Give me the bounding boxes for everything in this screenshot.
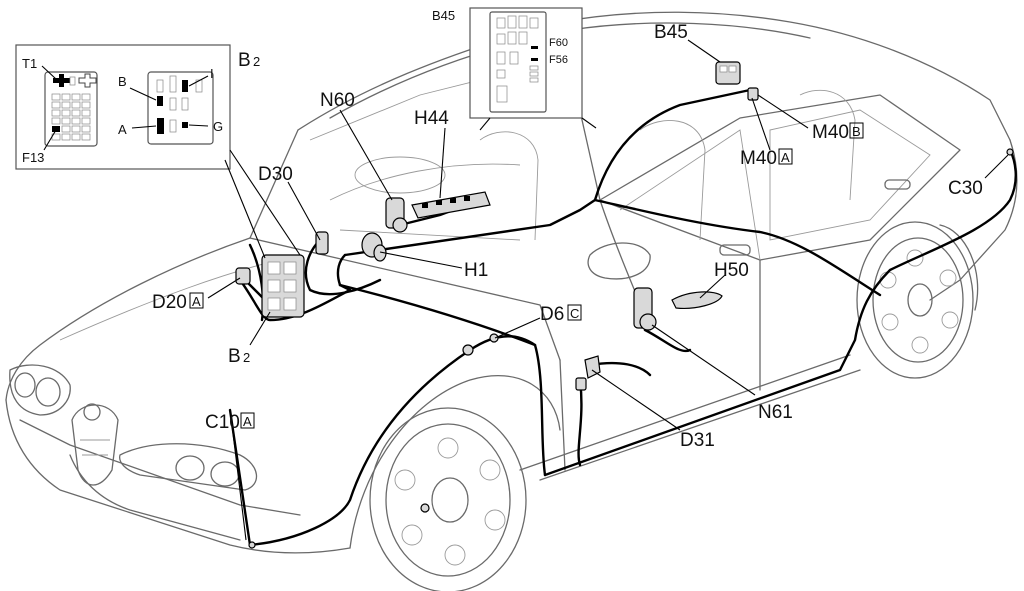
callout-b2-num: 2 — [243, 350, 250, 365]
component-h1-horn — [361, 232, 387, 262]
car-outline — [5, 11, 1018, 554]
callout-d30: D30 — [258, 164, 293, 185]
component-h44-switch-panel — [411, 191, 491, 219]
component-n60-motor — [385, 197, 408, 233]
callout-g: G — [213, 119, 223, 134]
callout-d20a-box — [189, 292, 204, 309]
component-c10-ground — [248, 541, 256, 549]
component-c30-ground — [1006, 148, 1014, 156]
callout-c10a-box-letter: A — [243, 414, 252, 429]
rear-wheel — [856, 221, 974, 379]
callout-d20a-box-letter: A — [192, 294, 201, 309]
callout-h1: H1 — [464, 260, 488, 281]
callout-m40a: M40 — [740, 148, 777, 169]
component-m40-connector — [747, 87, 759, 101]
callout-m40b: M40 — [812, 122, 849, 143]
callout-d6c: D6 — [540, 304, 564, 325]
callout-m40b-box-letter: B — [852, 124, 861, 139]
callout-b45: B45 — [654, 22, 688, 43]
component-d6-connector — [462, 333, 499, 356]
callout-c10a: C10 — [205, 412, 240, 433]
callout-h50: H50 — [714, 260, 749, 281]
callout-d20a: D20 — [152, 292, 187, 313]
callout-f56: F56 — [549, 54, 568, 66]
callout-d31: D31 — [680, 430, 715, 451]
callout-m40a-box — [778, 148, 793, 165]
callout-a: A — [118, 122, 127, 137]
component-n61-motor — [633, 287, 657, 331]
callout-n60: N60 — [320, 90, 355, 111]
component-d6-body — [420, 503, 430, 513]
callout-m40a-box-letter: A — [781, 150, 790, 165]
callout-n61: N61 — [758, 402, 793, 423]
callout-b2: B — [228, 346, 241, 367]
wiring-harness — [228, 88, 1017, 547]
callout-c10a-box — [240, 412, 255, 429]
callout-d6c-box-letter: C — [570, 306, 579, 321]
callout-f13: F13 — [22, 150, 44, 165]
callout-labels: B45 N60 H44 D30 M40 B M40 A C30 H1 D20 A… — [152, 22, 983, 451]
callout-f60: F60 — [549, 37, 568, 49]
inset-b45-fuse-layout: B45 F60 F56 — [432, 7, 597, 131]
component-h50-handle — [671, 291, 723, 309]
component-d20-connector — [235, 267, 251, 285]
callout-m40b-box — [849, 122, 864, 139]
callout-b-inset: B — [118, 74, 127, 89]
leader-lines — [207, 39, 1009, 541]
callout-d6c-box — [567, 304, 582, 321]
callout-t1: T1 — [22, 56, 37, 71]
callout-c30: C30 — [948, 178, 983, 199]
callout-b2-inset: B — [238, 50, 251, 71]
component-b45-junction — [715, 61, 741, 85]
callout-i: I — [210, 66, 214, 81]
callout-h44: H44 — [414, 108, 449, 129]
component-b2-fuse-box — [261, 254, 305, 318]
front-wheel — [369, 407, 527, 591]
callout-b45-inset: B45 — [432, 8, 455, 23]
callout-b2-inset-num: 2 — [253, 54, 260, 69]
inset-b2-fuse-layout: T1 B I A G F13 B 2 — [15, 44, 301, 259]
